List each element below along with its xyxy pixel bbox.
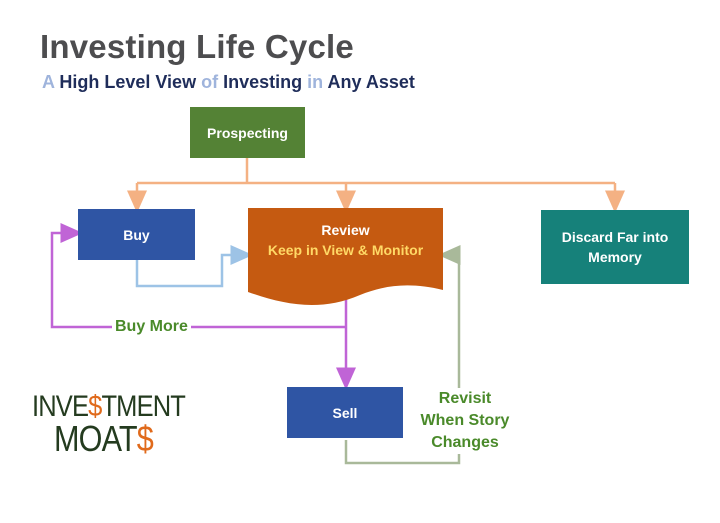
page-subtitle: A High Level View of Investing in Any As… [42,72,415,93]
revisit-label: Revisit When Story Changes [410,388,520,454]
subtitle-part: Investing [223,72,303,92]
subtitle-part: Any Asset [327,72,415,92]
revisit-line: When Story [420,412,510,429]
review-title: Review [321,222,370,238]
revisit-line: Changes [431,434,499,451]
subtitle-part: High Level View [59,72,197,92]
buy-to-review-connector [135,245,253,288]
subtitle-part: in [307,72,324,92]
buy-more-connector [50,223,356,390]
buy-node: Buy [78,209,195,260]
discard-node: Discard Far into Memory [541,210,689,284]
prospecting-node: Prospecting [190,107,305,158]
subtitle-part: A [42,72,55,92]
page-title: Investing Life Cycle [40,28,354,65]
review-shape [248,208,443,306]
prospecting-connector [127,158,625,213]
investment-moats-logo: INVE$TMENT MOAT$ [32,390,186,459]
subtitle-part: of [201,72,219,92]
revisit-connector [344,245,461,465]
sell-node: Sell [287,387,403,438]
revisit-line: Revisit [438,390,492,407]
review-node: Review Keep in View & Monitor [248,215,443,265]
review-subtitle: Keep in View & Monitor [267,242,424,258]
buy-more-label: Buy More [112,316,191,338]
